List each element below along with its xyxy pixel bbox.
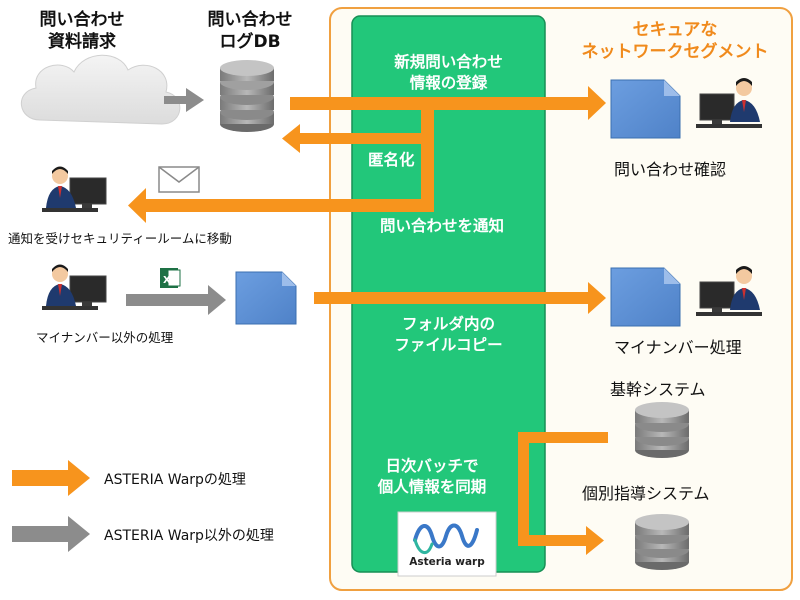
gray-arrow-to-document: [126, 285, 226, 315]
mail-icon: [158, 166, 200, 193]
excel-icon: X: [160, 268, 181, 288]
step-anonymize: 匿名化: [368, 151, 415, 169]
person-inquiry-check-icon: [696, 78, 762, 128]
legend-orange-arrow: [12, 460, 90, 496]
core-system-database-icon: [635, 402, 689, 458]
orange-arrow-folder-copy: [314, 282, 606, 314]
label-notified-move: 通知を受けセキュリティールームに移動: [8, 231, 232, 246]
step-register: 新規問い合わせ 情報の登録: [394, 53, 503, 92]
svg-text:X: X: [163, 275, 171, 286]
orange-arrow-anonymize-notify: [128, 110, 434, 223]
asteria-warp-logo: [397, 511, 497, 577]
individual-system-database-icon: [635, 514, 689, 570]
log-db-database-icon: [220, 60, 274, 132]
cloud-icon: [20, 54, 181, 125]
label-individual-system: 個別指導システム: [582, 484, 710, 503]
person-non-my-number-icon: [42, 264, 107, 310]
step-notify: 問い合わせを通知: [379, 217, 504, 235]
document-icon-my-number: [610, 267, 681, 327]
label-inquiry-request: 問い合わせ 資料請求: [39, 10, 125, 52]
secure-segment-title: セキュアな ネットワークセグメント: [581, 20, 769, 62]
label-core-system: 基幹システム: [610, 380, 706, 399]
document-icon-left: [235, 271, 297, 325]
label-my-number: マイナンバー処理: [614, 338, 742, 357]
logo-text: Asteria warp: [409, 556, 485, 568]
document-icon-inquiry: [610, 79, 681, 139]
person-notified-icon: [42, 166, 107, 212]
orange-arrow-register: [290, 86, 606, 120]
gray-arrow-cloud-to-db: [164, 88, 204, 112]
label-log-db: 問い合わせ ログDB: [207, 10, 293, 52]
legend-gray-label: ASTERIA Warp以外の処理: [104, 528, 274, 544]
step-folder-copy: フォルダ内の ファイルコピー: [394, 315, 503, 354]
legend-orange-label: ASTERIA Warpの処理: [104, 472, 246, 488]
legend-gray-arrow: [12, 516, 90, 552]
label-inquiry-check: 問い合わせ確認: [614, 160, 727, 179]
person-my-number-icon: [696, 266, 762, 316]
label-non-my-number: マイナンバー以外の処理: [36, 330, 174, 345]
orange-arrow-batch-sync: [518, 432, 608, 555]
step-batch-sync: 日次バッチで 個人情報を同期: [377, 457, 487, 496]
